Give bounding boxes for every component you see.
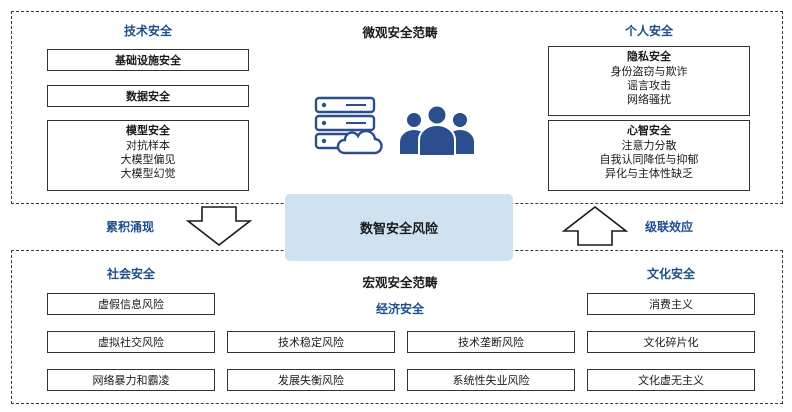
model-security-heading: 模型安全 [126,124,170,137]
privacy-security-heading: 隐私安全 [627,50,671,63]
macro-title: 宏观安全范畴 [362,275,438,290]
economic-item: 技术稳定风险 [227,331,395,353]
social-security-title: 社会安全 [106,267,155,281]
center-risk-box: 数智安全风险 [285,194,513,261]
model-security-box: 模型安全 对抗样本 大模型偏见 大模型幻觉 [47,120,249,191]
accumulation-label: 累积涌现 [106,220,155,234]
cultural-security-title: 文化安全 [646,267,695,281]
mental-item: 自我认同降低与抑郁 [599,153,699,166]
mental-item: 异化与主体性缺乏 [605,167,693,180]
tech-security-title: 技术安全 [123,24,172,38]
social-item: 虚假信息风险 [47,293,215,315]
privacy-item: 谣言攻击 [627,79,671,92]
model-item: 大模型幻觉 [120,167,176,180]
model-item: 对抗样本 [126,139,170,152]
privacy-item: 网络骚扰 [627,93,671,106]
economic-item: 技术垄断风险 [407,331,575,353]
economic-item: 发展失衡风险 [227,369,395,391]
economic-item: 系统性失业风险 [407,369,575,391]
privacy-security-box: 隐私安全 身份盗窃与欺诈 谣言攻击 网络骚扰 [548,46,750,116]
data-security-box: 数据安全 [47,85,249,107]
cascade-label: 级联效应 [645,220,694,234]
micro-title: 微观安全范畴 [362,25,438,40]
up-arrow-icon [562,206,628,246]
social-item: 网络暴力和霸凌 [47,369,215,391]
server-cloud-icon [314,96,383,155]
economic-security-title: 经济安全 [375,302,424,316]
down-arrow-icon [186,206,252,246]
mental-security-box: 心智安全 注意力分散 自我认同降低与抑郁 异化与主体性缺乏 [548,120,750,191]
cultural-item: 文化碎片化 [587,331,755,353]
privacy-item: 身份盗窃与欺诈 [610,65,688,78]
social-item: 虚拟社交风险 [47,331,215,353]
cultural-item: 文化虚无主义 [587,369,755,391]
cultural-item: 消费主义 [587,293,755,315]
mental-item: 注意力分散 [621,139,677,152]
people-group-icon [400,104,474,156]
mental-security-heading: 心智安全 [627,124,671,137]
personal-security-title: 个人安全 [624,24,673,38]
infrastructure-security-box: 基础设施安全 [47,49,249,71]
model-item: 大模型偏见 [120,153,176,166]
